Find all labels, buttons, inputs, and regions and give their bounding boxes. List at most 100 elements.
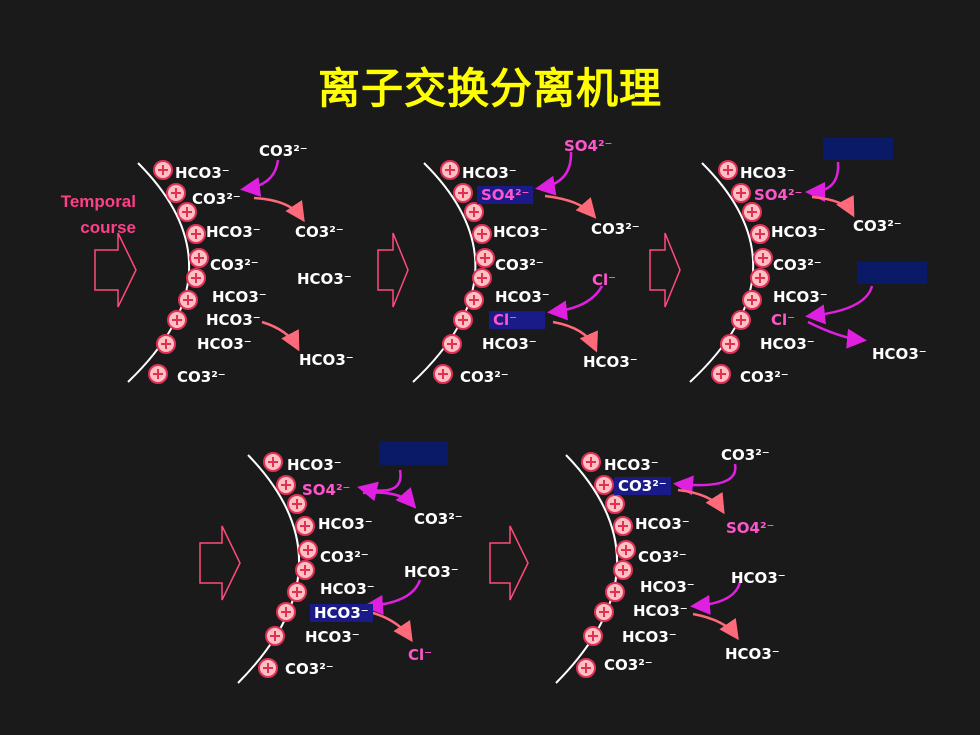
p4-bound-4: CO3²⁻ [320,548,369,566]
resin-bead-plus-icon [720,334,740,354]
resin-bead-plus-icon [453,310,473,330]
p5-free-3: HCO3⁻ [731,569,786,587]
resin-bead-plus-icon [464,290,484,310]
p5-bound-4: CO3²⁻ [638,548,687,566]
p4-bound-5: HCO3⁻ [320,580,375,598]
resin-bead-plus-icon [472,268,492,288]
resin-bead-plus-icon [605,582,625,602]
p1-bound-6: HCO3⁻ [206,311,261,329]
p2-bound-7: HCO3⁻ [482,335,537,353]
resin-bead-plus-icon [464,202,484,222]
p2-free-4: HCO3⁻ [583,353,638,371]
p3-bound-3: HCO3⁻ [771,223,826,241]
p2-free-2: CO3²⁻ [591,220,640,238]
resin-bead-plus-icon [167,310,187,330]
resin-bead-plus-icon [287,582,307,602]
resin-bead-plus-icon [605,494,625,514]
resin-bead-plus-icon [742,290,762,310]
resin-bead-plus-icon [166,183,186,203]
p5-free-4: HCO3⁻ [725,645,780,663]
p3-hidden-ion-box-1 [823,138,893,160]
p2-bound-5: HCO3⁻ [495,288,550,306]
resin-bead-plus-icon [177,202,197,222]
resin-bead-plus-icon [276,475,296,495]
p1-bound-8: CO3²⁻ [177,368,226,386]
p1-bound-4: CO3²⁻ [210,256,259,274]
p5-bound-1: HCO3⁻ [604,456,659,474]
resin-bead-plus-icon [258,658,278,678]
resin-bead-plus-icon [731,310,751,330]
p2-bound-1: HCO3⁻ [462,164,517,182]
p3-bound-6: Cl⁻ [771,311,796,329]
resin-bead-plus-icon [442,334,462,354]
resin-bead-plus-icon [753,248,773,268]
p2-free-1: SO4²⁻ [564,137,613,155]
resin-bead-plus-icon [613,560,633,580]
p2-bound-6: Cl⁻ [489,311,545,329]
p4-bound-7: HCO3⁻ [305,628,360,646]
resin-bead-plus-icon [742,202,762,222]
p1-bound-2: CO3²⁻ [192,190,241,208]
resin-bead-plus-icon [186,268,206,288]
p1-free-4: HCO3⁻ [299,351,354,369]
resin-bead-plus-icon [186,224,206,244]
p5-bound-3: HCO3⁻ [635,515,690,533]
p1-bound-1: HCO3⁻ [175,164,230,182]
p1-free-2: CO3²⁻ [295,223,344,241]
resin-bead-plus-icon [148,364,168,384]
p1-bound-3: HCO3⁻ [206,223,261,241]
p3-bound-5: HCO3⁻ [773,288,828,306]
resin-bead-plus-icon [613,516,633,536]
resin-bead-plus-icon [594,602,614,622]
temporal-course-label: Temporal course [44,189,136,241]
resin-bead-plus-icon [475,248,495,268]
resin-bead-plus-icon [153,160,173,180]
resin-bead-plus-icon [472,224,492,244]
p3-bound-7: HCO3⁻ [760,335,815,353]
p1-free-3: HCO3⁻ [297,270,352,288]
p2-bound-8: CO3²⁻ [460,368,509,386]
p4-bound-1: HCO3⁻ [287,456,342,474]
p2-bound-2: SO4²⁻ [477,186,534,204]
resin-bead-plus-icon [189,248,209,268]
p3-hidden-ion-box-2 [857,262,927,284]
p4-bound-6: HCO3⁻ [310,604,373,622]
temporal-label-line2: course [80,218,136,237]
resin-bead-plus-icon [178,290,198,310]
p3-bound-8: CO3²⁻ [740,368,789,386]
resin-bead-plus-icon [276,602,296,622]
p5-bound-7: HCO3⁻ [622,628,677,646]
resin-bead-plus-icon [156,334,176,354]
temporal-label-line1: Temporal [60,192,136,211]
p1-bound-5: HCO3⁻ [212,288,267,306]
p4-hidden-ion-box [379,441,448,465]
p5-bound-8: CO3²⁻ [604,656,653,674]
resin-bead-plus-icon [295,516,315,536]
resin-bead-plus-icon [298,540,318,560]
resin-bead-plus-icon [453,183,473,203]
resin-bead-plus-icon [433,364,453,384]
resin-bead-plus-icon [750,224,770,244]
resin-bead-plus-icon [287,494,307,514]
p4-free-1: CO3²⁻ [414,510,463,528]
resin-bead-plus-icon [576,658,596,678]
p3-free-1: CO3²⁻ [853,217,902,235]
resin-bead-plus-icon [295,560,315,580]
p5-bound-6: HCO3⁻ [633,602,688,620]
p4-bound-8: CO3²⁻ [285,660,334,678]
resin-bead-plus-icon [750,268,770,288]
resin-bead-plus-icon [731,183,751,203]
resin-bead-plus-icon [263,452,283,472]
p5-bound-5: HCO3⁻ [640,578,695,596]
resin-bead-plus-icon [718,160,738,180]
p5-bound-2: CO3²⁻ [614,477,671,495]
resin-bead-plus-icon [581,452,601,472]
p3-bound-2: SO4²⁻ [754,186,803,204]
p5-free-1: CO3²⁻ [721,446,770,464]
p4-free-3: Cl⁻ [408,646,433,664]
p5-free-2: SO4²⁻ [726,519,775,537]
